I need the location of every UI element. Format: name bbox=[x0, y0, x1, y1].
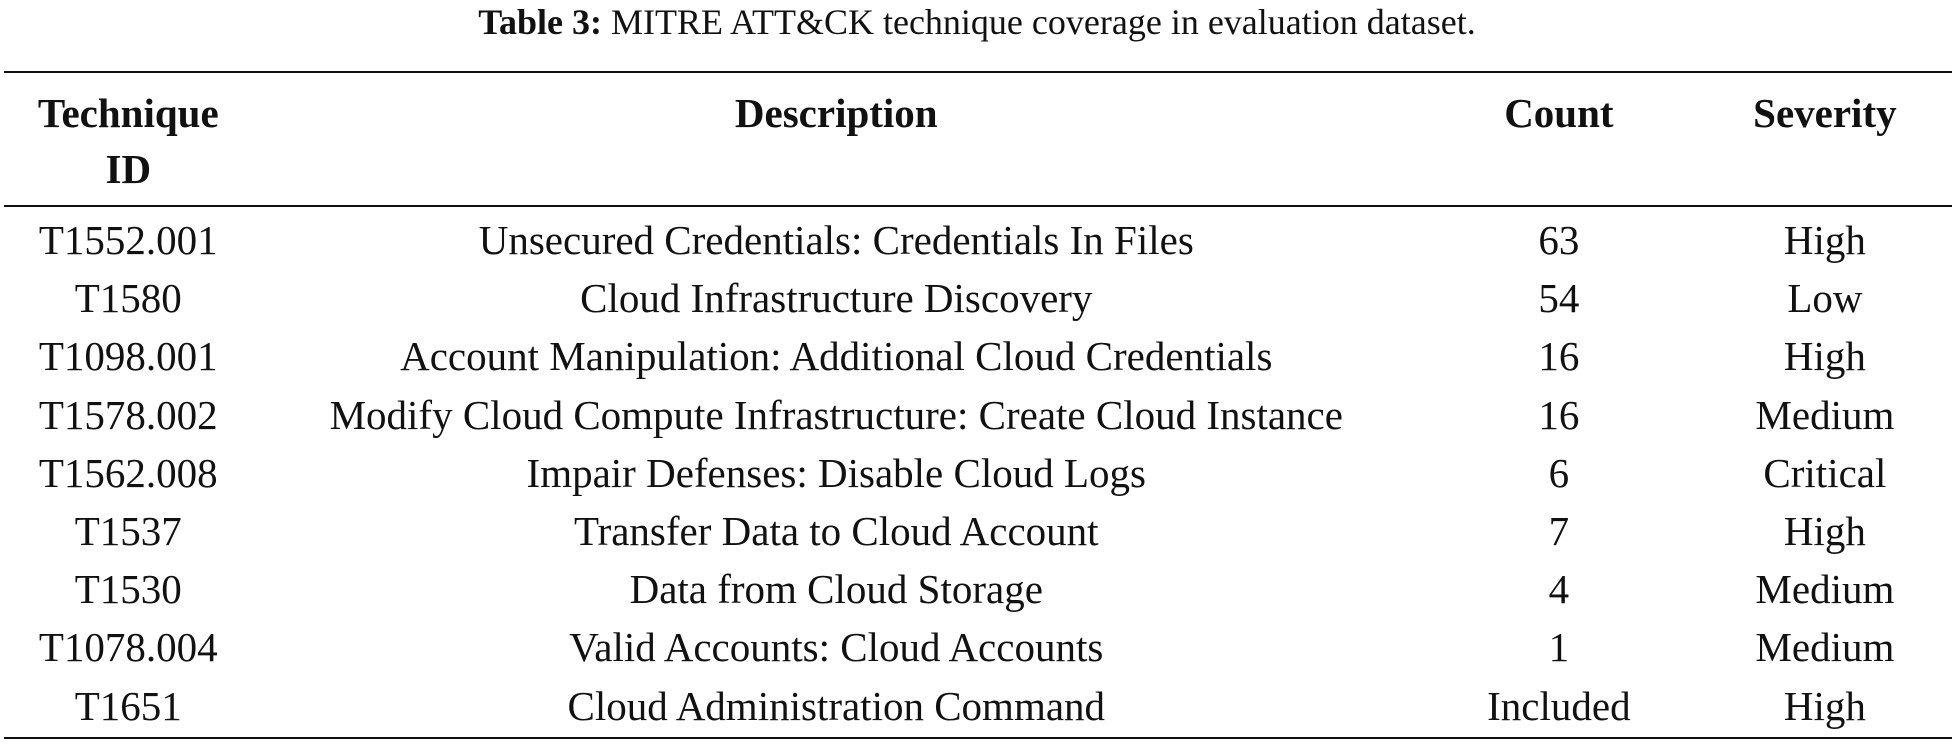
cell-count: 7 bbox=[1548, 508, 1570, 555]
cell-count: Included bbox=[1487, 682, 1631, 729]
cell-severity: High bbox=[1783, 508, 1866, 555]
table-row: T1098.001 Account Manipulation: Addition… bbox=[4, 327, 1952, 385]
table-body: T1552.001 Unsecured Credentials: Credent… bbox=[4, 206, 1952, 738]
cell-technique-id: T1098.001 bbox=[38, 333, 218, 380]
header-row: Technique ID Description Count Severity bbox=[4, 72, 1952, 206]
cell-count: 63 bbox=[1538, 217, 1580, 263]
cell-technique-id: T1562.008 bbox=[38, 449, 218, 496]
table-row: T1552.001 Unsecured Credentials: Credent… bbox=[4, 206, 1952, 269]
cell-technique-id: T1552.001 bbox=[38, 217, 218, 263]
cell-description: Account Manipulation: Additional Cloud C… bbox=[400, 333, 1273, 380]
cell-technique-id: T1651 bbox=[74, 682, 182, 729]
table-header: Technique ID Description Count Severity bbox=[4, 72, 1952, 206]
cell-description: Data from Cloud Storage bbox=[629, 566, 1043, 613]
cell-description: Cloud Infrastructure Discovery bbox=[580, 275, 1093, 322]
cell-severity: High bbox=[1783, 217, 1866, 263]
cell-severity: Medium bbox=[1755, 624, 1895, 671]
cell-severity: Critical bbox=[1763, 449, 1887, 496]
table-caption-text: MITRE ATT&CK technique coverage in evalu… bbox=[601, 2, 1476, 42]
table-row: T1562.008 Impair Defenses: Disable Cloud… bbox=[4, 444, 1952, 502]
header-count: Count bbox=[1504, 90, 1614, 136]
header-severity: Severity bbox=[1753, 90, 1897, 136]
table-row: T1651 Cloud Administration Command Inclu… bbox=[4, 677, 1952, 738]
cell-severity: Medium bbox=[1755, 566, 1895, 613]
header-description: Description bbox=[734, 90, 938, 136]
cell-count: 54 bbox=[1538, 275, 1580, 322]
table-row: T1537 Transfer Data to Cloud Account 7 H… bbox=[4, 502, 1952, 560]
cell-technique-id: T1530 bbox=[74, 566, 182, 613]
cell-description: Transfer Data to Cloud Account bbox=[573, 508, 1099, 555]
technique-coverage-table: Technique ID Description Count Severity … bbox=[4, 71, 1952, 739]
cell-technique-id: T1537 bbox=[74, 508, 182, 555]
cell-description: Impair Defenses: Disable Cloud Logs bbox=[526, 449, 1146, 496]
table-row: T1578.002 Modify Cloud Compute Infrastru… bbox=[4, 386, 1952, 444]
cell-description: Cloud Administration Command bbox=[567, 682, 1106, 729]
cell-description: Modify Cloud Compute Infrastructure: Cre… bbox=[329, 391, 1343, 438]
cell-count: 4 bbox=[1548, 566, 1570, 613]
cell-count: 16 bbox=[1538, 333, 1580, 380]
cell-severity: High bbox=[1783, 333, 1866, 380]
header-technique-id: Technique ID bbox=[4, 72, 253, 206]
cell-severity: High bbox=[1783, 682, 1866, 729]
cell-technique-id: T1078.004 bbox=[38, 624, 218, 671]
cell-description: Unsecured Credentials: Credentials In Fi… bbox=[478, 217, 1194, 263]
cell-count: 6 bbox=[1548, 449, 1570, 496]
cell-severity: Medium bbox=[1755, 391, 1895, 438]
table-caption: Table 3: MITRE ATT&CK technique coverage… bbox=[0, 0, 1954, 48]
header-technique-id-line2: ID bbox=[105, 146, 152, 192]
cell-count: 16 bbox=[1538, 391, 1580, 438]
cell-technique-id: T1578.002 bbox=[38, 391, 218, 438]
cell-severity: Low bbox=[1787, 275, 1863, 322]
cell-description: Valid Accounts: Cloud Accounts bbox=[569, 624, 1104, 671]
cell-count: 1 bbox=[1548, 624, 1570, 671]
table-row: T1530 Data from Cloud Storage 4 Medium bbox=[4, 560, 1952, 618]
table-caption-label: Table 3: bbox=[478, 2, 602, 42]
cell-technique-id: T1580 bbox=[74, 275, 182, 322]
table-row: T1580 Cloud Infrastructure Discovery 54 … bbox=[4, 269, 1952, 327]
header-technique-id-line1: Technique bbox=[37, 90, 219, 136]
table-row: T1078.004 Valid Accounts: Cloud Accounts… bbox=[4, 618, 1952, 676]
